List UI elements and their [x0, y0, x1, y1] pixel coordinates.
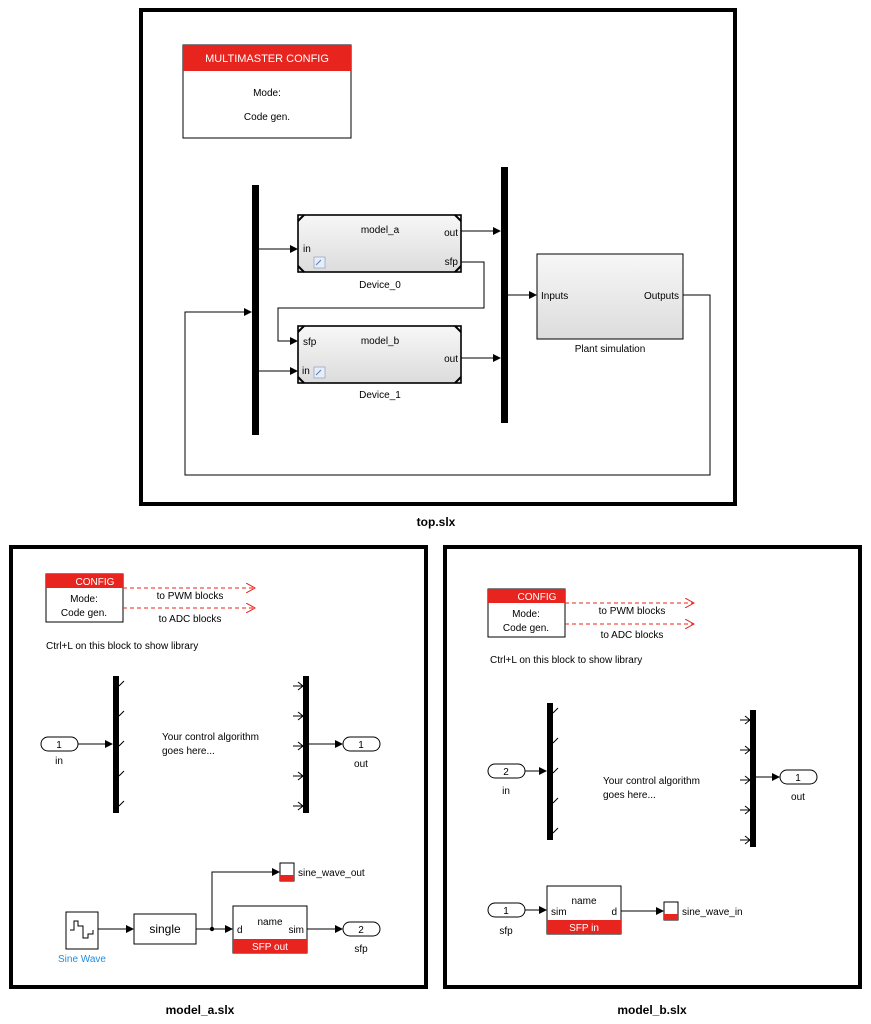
sfp-in-footer: SFP in [569, 923, 599, 934]
model-b-algo-line1: Your control algorithm [603, 776, 700, 787]
plant-outputs-port: Outputs [644, 291, 679, 302]
model-b-to-adc: to ADC blocks [601, 630, 664, 641]
model-b-to-pwm: to PWM blocks [599, 606, 666, 617]
model-b-panel: CONFIG Mode: Code gen. to PWM blocks to … [443, 545, 862, 1017]
model-a-panel: CONFIG Mode: Code gen. to PWM blocks to … [9, 545, 428, 1017]
model-a-sfp-outport[interactable]: 2 sfp [342, 921, 381, 955]
sine-wave-block[interactable]: Sine Wave [58, 911, 106, 965]
sfp-in-block[interactable]: name sim d SFP in [546, 885, 622, 935]
model-a-demux[interactable] [113, 676, 125, 813]
device-0-model: model_a [361, 225, 400, 236]
top-frame [139, 8, 737, 506]
device-0-in-port: in [303, 244, 311, 255]
model-a-outport-number: 1 [358, 740, 364, 751]
model-b-config-header: CONFIG [518, 592, 557, 603]
model-a-mux[interactable] [293, 676, 309, 813]
plant-name: Plant simulation [575, 344, 646, 355]
model-b-sfp-number: 1 [503, 906, 509, 917]
sfp-out-block[interactable]: name d sim SFP out [232, 905, 308, 954]
sfp-in-name: name [571, 896, 596, 907]
model-reference-icon [313, 366, 326, 379]
model-a-config-header: CONFIG [76, 577, 115, 588]
model-b-algo-line2: goes here... [603, 790, 656, 801]
model-a-sfp-name: sfp [354, 944, 368, 955]
model-b-hint: Ctrl+L on this block to show library [490, 655, 642, 666]
demux-bar[interactable] [252, 185, 259, 435]
model-b-config-mode-label: Mode: [512, 609, 540, 620]
model-a-frame [9, 545, 428, 989]
multimaster-config-block[interactable]: MULTIMASTER CONFIG Mode: Code gen. [182, 44, 352, 139]
model-a-caption: model_a.slx [166, 1003, 235, 1017]
model-b-outport[interactable]: 1 out [779, 769, 818, 803]
sine-wave-in-scope[interactable]: sine_wave_in [663, 901, 743, 921]
sfp-out-name: name [257, 917, 282, 928]
model-a-algo-line2: goes here... [162, 746, 215, 757]
config-mode-value: Code gen. [244, 112, 290, 123]
device-1-model: model_b [361, 336, 400, 347]
model-b-config-mode-value: Code gen. [503, 623, 549, 634]
model-b-outport-name: out [791, 792, 805, 803]
sfp-in-d-port: d [611, 907, 617, 918]
convert-label: single [149, 922, 181, 936]
sine-wave-out-label: sine_wave_out [298, 868, 365, 879]
model-a-to-pwm: to PWM blocks [157, 591, 224, 602]
model-a-inport-name: in [55, 756, 63, 767]
sine-wave-label: Sine Wave [58, 954, 106, 965]
top-model-panel: MULTIMASTER CONFIG Mode: Code gen. model… [139, 8, 737, 529]
model-a-outport[interactable]: 1 out [342, 736, 381, 770]
model-b-config-block[interactable]: CONFIG Mode: Code gen. [487, 588, 566, 638]
model-a-sfp-number: 2 [358, 925, 364, 936]
model-a-config-block[interactable]: CONFIG Mode: Code gen. [45, 573, 124, 623]
config-header: MULTIMASTER CONFIG [205, 53, 329, 65]
model-b-sfp-name: sfp [499, 926, 513, 937]
sine-wave-out-scope[interactable]: sine_wave_out [279, 862, 365, 882]
sfp-out-sim-port: sim [288, 925, 304, 936]
model-a-algo-line1: Your control algorithm [162, 732, 259, 743]
sfp-in-sim-port: sim [551, 907, 567, 918]
device-0-block[interactable]: model_a in out sfp Device_0 [297, 214, 462, 291]
model-a-wire-branch [211, 868, 280, 929]
model-a-inport-number: 1 [56, 740, 62, 751]
device-1-out-port: out [444, 354, 458, 365]
model-b-sfp-inport[interactable]: 1 sfp [487, 902, 526, 937]
plant-simulation-block[interactable]: Inputs Outputs Plant simulation [536, 253, 684, 355]
model-b-inport-name: in [502, 786, 510, 797]
model-b-outport-number: 1 [795, 773, 801, 784]
model-b-inport[interactable]: 2 in [487, 763, 526, 797]
sfp-out-d-port: d [237, 925, 243, 936]
device-1-block[interactable]: model_b sfp in out Device_1 [297, 325, 462, 401]
device-0-name: Device_0 [359, 280, 401, 291]
sine-wave-icon [70, 920, 94, 939]
model-b-mux[interactable] [740, 710, 756, 847]
mux-bar[interactable] [501, 167, 508, 423]
model-a-outport-name: out [354, 759, 368, 770]
data-type-conversion-block[interactable]: single [133, 913, 197, 945]
plant-inputs-port: Inputs [541, 291, 568, 302]
wire-feedback [184, 294, 711, 476]
model-a-to-adc: to ADC blocks [159, 614, 222, 625]
model-b-demux[interactable] [547, 703, 559, 840]
sine-wave-in-label: sine_wave_in [682, 907, 743, 918]
device-0-out-port: out [444, 228, 458, 239]
model-b-frame [443, 545, 862, 989]
sfp-out-footer: SFP out [252, 942, 288, 953]
model-reference-icon [313, 256, 326, 269]
model-a-inport[interactable]: 1 in [40, 736, 79, 767]
model-a-hint: Ctrl+L on this block to show library [46, 641, 198, 652]
device-1-sfp-port: sfp [303, 337, 317, 348]
top-caption: top.slx [417, 515, 456, 529]
device-1-name: Device_1 [359, 390, 401, 401]
wire-sfp-link [277, 261, 485, 345]
device-1-in-port: in [302, 366, 310, 377]
model-a-config-mode-value: Code gen. [61, 608, 107, 619]
model-a-config-mode-label: Mode: [70, 594, 98, 605]
config-mode-label: Mode: [253, 88, 281, 99]
model-b-caption: model_b.slx [617, 1003, 687, 1017]
model-b-inport-number: 2 [503, 767, 509, 778]
device-0-sfp-port: sfp [445, 257, 459, 268]
